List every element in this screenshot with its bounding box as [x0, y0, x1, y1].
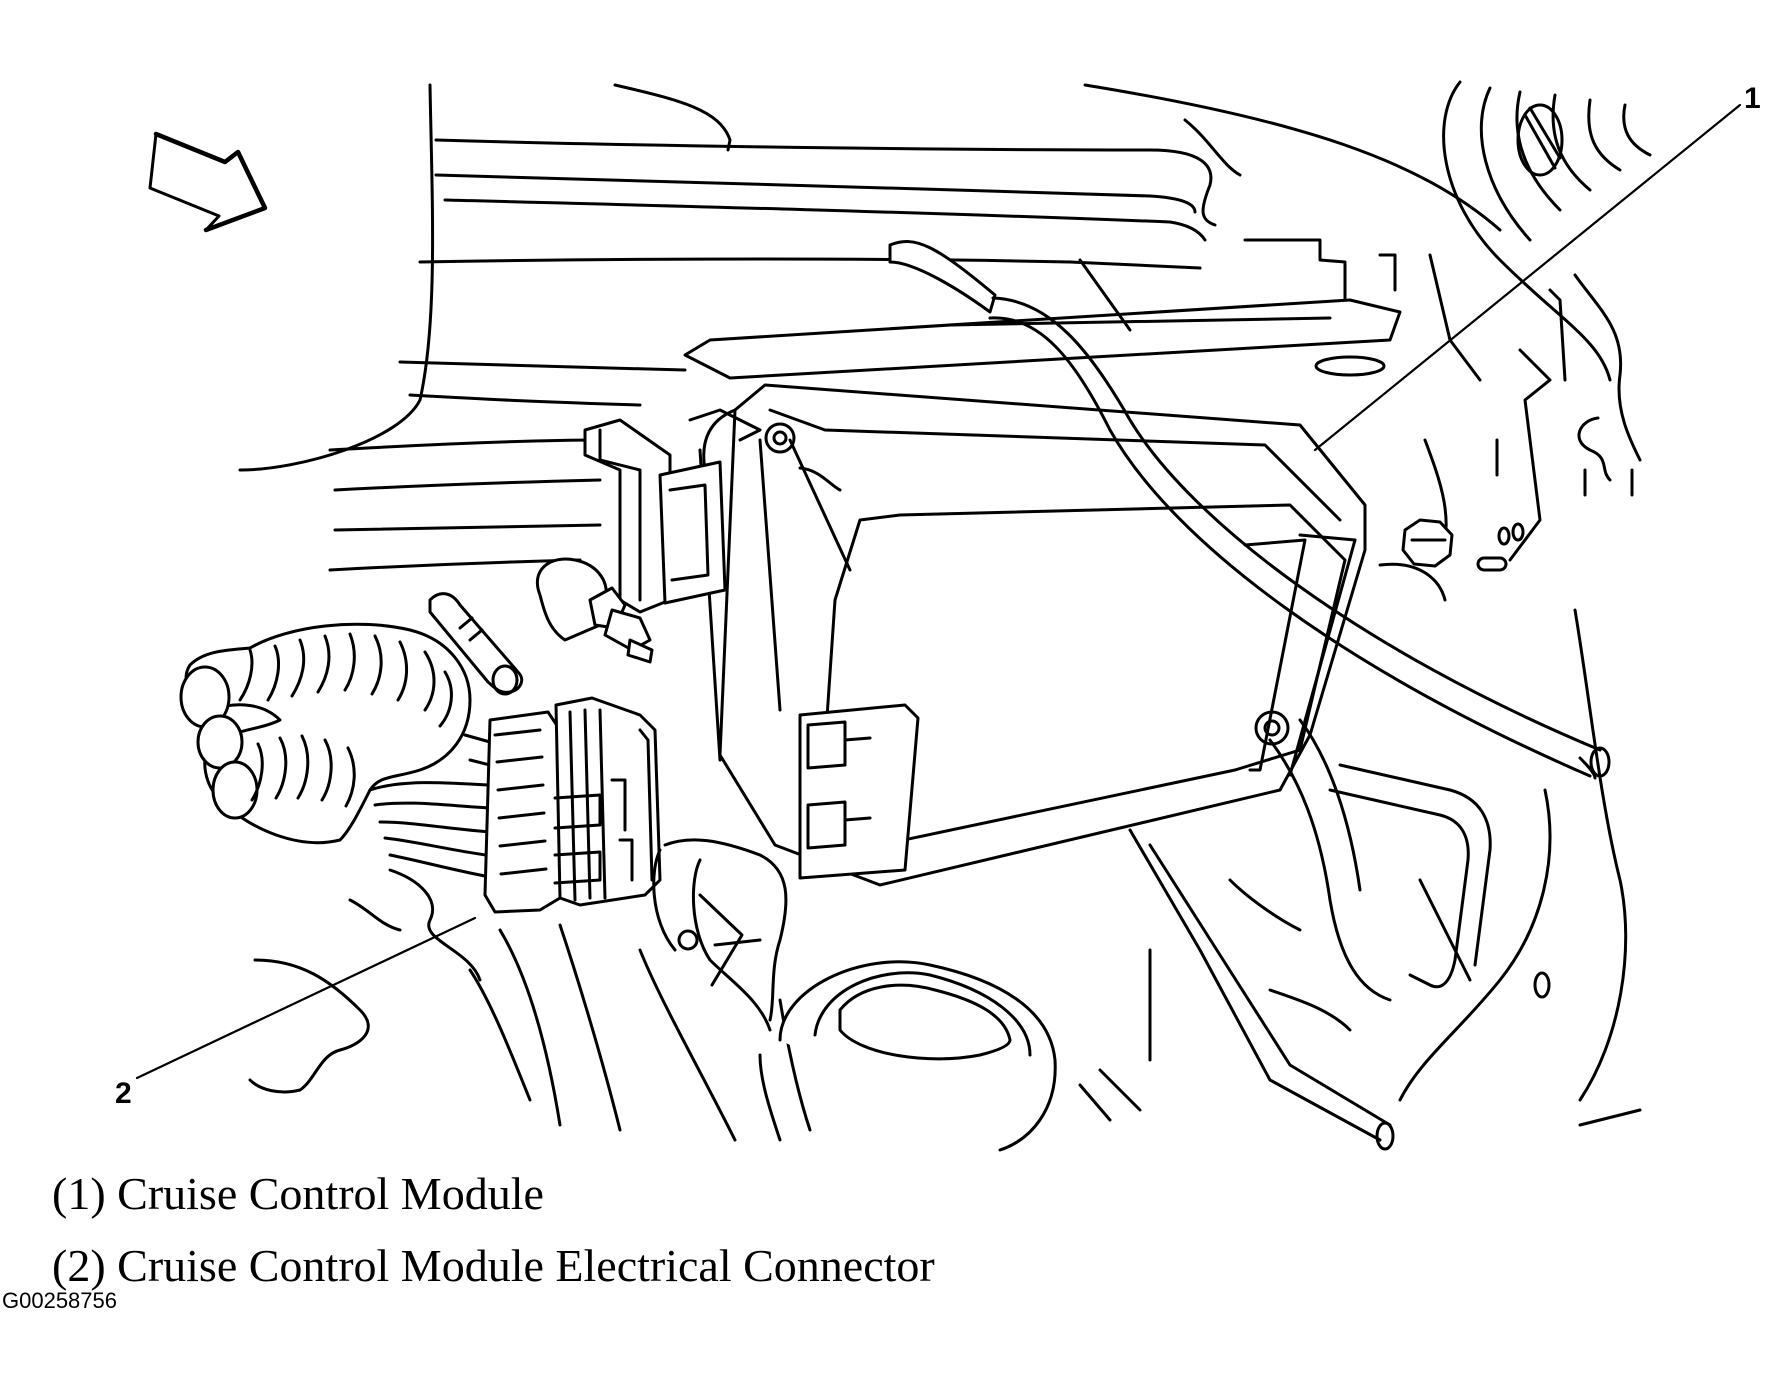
cowl-panel [238, 83, 1502, 572]
lower-left-panel [248, 868, 532, 1102]
legend: (1) Cruise Control Module (2) Cruise Con… [52, 1158, 935, 1302]
wheelhouse [1378, 80, 1652, 1127]
legend-item-1: (1) Cruise Control Module [52, 1158, 935, 1230]
callout-2: 2 [115, 1077, 132, 1110]
wiring-harness [179, 622, 472, 845]
figure-id: G00258756 [2, 1288, 117, 1313]
sensor-stud [536, 557, 654, 664]
legend-marker: (2) [52, 1240, 106, 1291]
legend-item-2: (2) Cruise Control Module Electrical Con… [52, 1230, 935, 1302]
leader-line-2 [135, 916, 477, 1080]
relay-bracket [583, 408, 762, 614]
legend-marker: (1) [52, 1168, 106, 1219]
cruise-control-module-electrical-connector [483, 696, 662, 914]
in-line-fuse [428, 592, 524, 696]
arrow-down-right-icon [148, 131, 268, 233]
legend-text: Cruise Control Module [117, 1168, 544, 1219]
legend-text: Cruise Control Module Electrical Connect… [117, 1240, 935, 1291]
callout-1: 1 [1744, 82, 1761, 115]
vacuum-hose [888, 240, 1611, 780]
leader-lines [135, 103, 1742, 1080]
support-tray [683, 238, 1482, 382]
leader-line-1 [1313, 103, 1742, 452]
cruise-control-module [698, 383, 1367, 887]
mounting-bolt [1401, 518, 1454, 568]
lower-engine-components [498, 718, 1492, 1152]
